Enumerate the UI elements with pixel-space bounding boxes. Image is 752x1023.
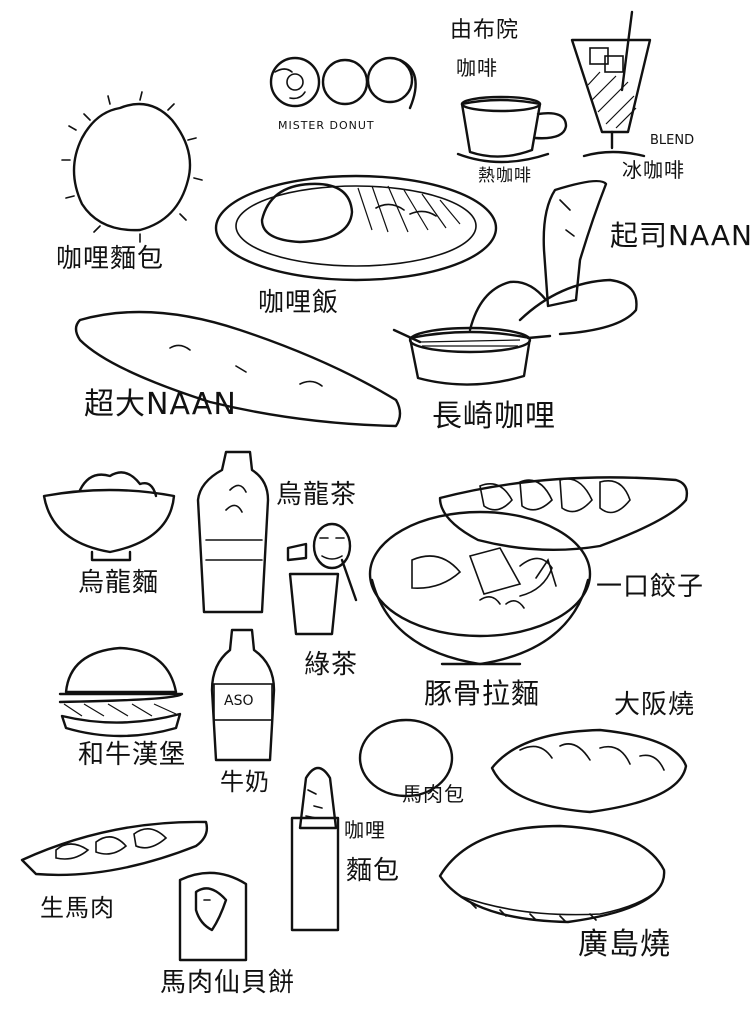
mister-donut-label: MISTER DONUT (278, 119, 375, 132)
curry-rice-plate-drawing (214, 174, 498, 282)
thumbs-up-face-drawing (286, 522, 352, 570)
iced-coffee-glass-drawing (570, 10, 652, 158)
mister-donut-logo-drawing (269, 56, 417, 110)
super-big-naan-drawing (74, 310, 402, 428)
nagasaki-curry-label: 長崎咖哩 (432, 399, 556, 434)
cafe-name-top-label: 由布院 (450, 18, 520, 43)
curry-bread-stick-label-top: 咖哩 (344, 818, 386, 842)
curry-bread-drawing (61, 91, 203, 243)
blend-label: BLEND (650, 133, 695, 148)
wagyu-burger-label: 和牛漢堡 (78, 740, 187, 770)
horse-meat-cracker-label: 馬肉仙貝餅 (160, 968, 296, 998)
wagyu-burger-drawing (58, 646, 184, 738)
cheese-naan-drawing (468, 179, 638, 336)
milk-label: 牛奶 (220, 768, 270, 796)
osaka-yaki-label: 大阪燒 (614, 690, 696, 720)
tonkotsu-ramen-label: 豚骨拉麵 (424, 677, 541, 710)
hiroshima-yaki-drawing (438, 824, 666, 924)
cafe-name-bottom-label: 咖啡 (456, 56, 498, 80)
raw-horse-meat-drawing (20, 820, 209, 877)
raw-horse-meat-label: 生馬肉 (40, 894, 115, 922)
osaka-yaki-drawing (490, 728, 688, 814)
milk-bottle-drawing (210, 628, 276, 762)
curry-bread-stick-drawing (290, 766, 340, 932)
curry-pot-drawing (392, 326, 552, 386)
green-tea-cup-drawing (288, 558, 358, 636)
horse-meat-cracker-box-drawing (178, 871, 248, 962)
green-tea-label: 綠茶 (304, 650, 359, 680)
one-bite-gyoza-label: 一口餃子 (596, 572, 705, 602)
aso-bottle-label: ASO (224, 693, 254, 709)
oolong-noodle-bowl-drawing (42, 471, 176, 562)
cheese-naan-label: 起司NAAN (610, 219, 752, 252)
iced-coffee-label: 冰咖啡 (622, 158, 685, 182)
hot-coffee-cup-drawing (456, 95, 568, 164)
hot-coffee-label: 熱咖啡 (478, 166, 532, 186)
oolong-tea-bottle-drawing (196, 450, 270, 614)
oolong-tea-label: 烏龍茶 (276, 480, 358, 510)
oolong-noodle-label: 烏龍麵 (78, 568, 160, 598)
hiroshima-yaki-label: 廣島燒 (578, 927, 671, 962)
horse-bun-drawing (358, 718, 454, 798)
horse-bun-label: 馬肉包 (402, 782, 465, 806)
ramen-bowl-drawing (368, 510, 592, 666)
curry-rice-label: 咖哩飯 (258, 288, 340, 318)
gyoza-tray-drawing (438, 476, 689, 552)
curry-bread-label: 咖哩麵包 (56, 244, 165, 274)
super-big-naan-label: 超大NAAN (84, 387, 237, 422)
curry-bread-stick-label-bottom: 麵包 (346, 856, 401, 886)
